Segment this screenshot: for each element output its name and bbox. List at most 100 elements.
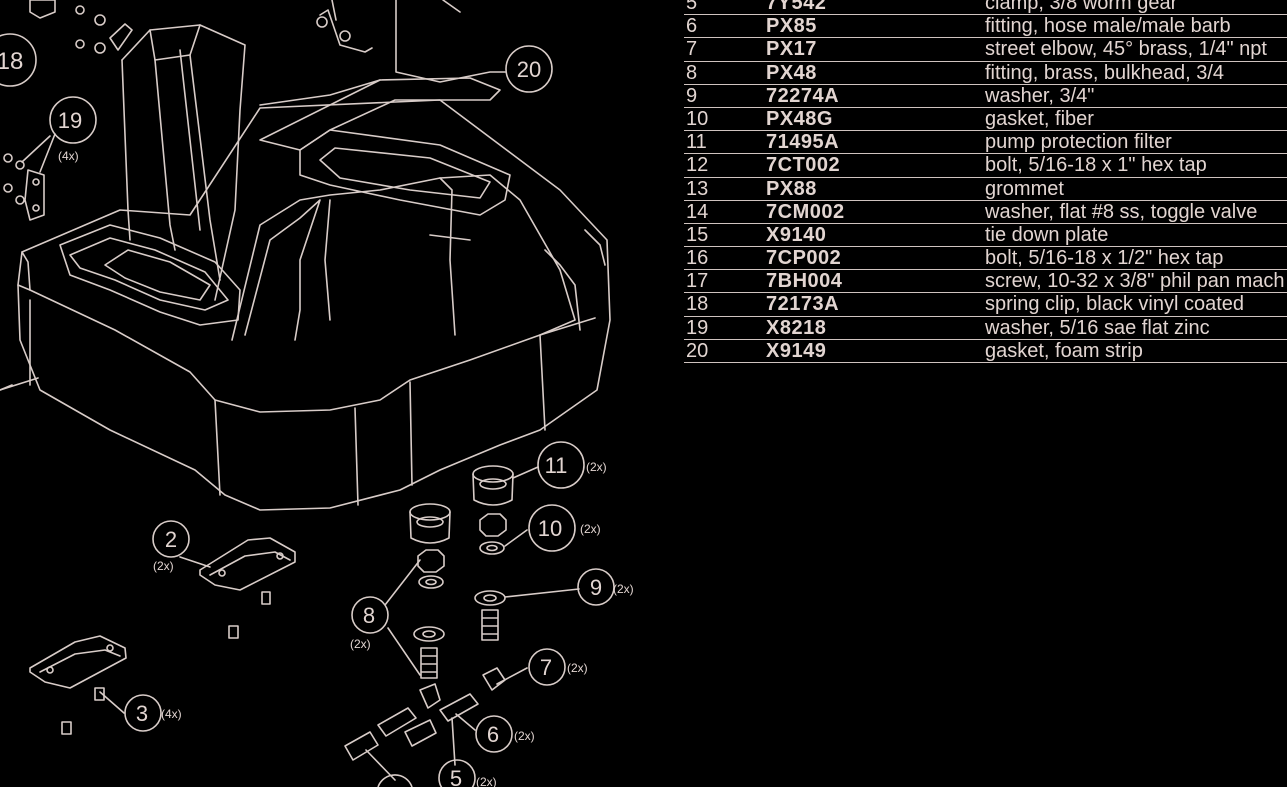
part-number-index: 13 [686, 177, 709, 200]
part-description: pump protection filter [985, 131, 1172, 154]
part-code: 7BH004 [766, 270, 843, 293]
svg-text:(2x): (2x) [586, 460, 607, 474]
part-number-index: 12 [686, 154, 709, 177]
callout-19: 19 (4x) [49, 96, 97, 163]
svg-text:(2x): (2x) [613, 582, 634, 596]
svg-text:(2x): (2x) [153, 559, 174, 573]
part-code: PX17 [766, 38, 817, 61]
parts-row: 17 7BH004 screw, 10-32 x 3/8" phil pan mac… [684, 270, 1287, 294]
part-code: 72173A [766, 293, 840, 316]
part-code: PX85 [766, 15, 817, 38]
svg-text:(4x): (4x) [58, 149, 79, 163]
svg-text:6: 6 [487, 722, 499, 747]
callout-5: 5 (2x) [438, 759, 497, 787]
svg-text:20: 20 [517, 57, 541, 82]
part-number-index: 16 [686, 247, 709, 270]
fittings-stack [344, 465, 514, 761]
callout-7: 7 (2x) [528, 648, 588, 686]
tie-down-plate-2 [199, 537, 296, 639]
callout-9: 9 (2x) [577, 568, 634, 606]
callout-2: 2 (2x) [152, 520, 190, 573]
part-code: 71495A [766, 131, 840, 154]
part-code: 7CT002 [766, 154, 841, 177]
svg-text:(4x): (4x) [161, 707, 182, 721]
svg-text:10: 10 [538, 516, 562, 541]
part-code: 7Y542 [766, 0, 827, 14]
part-number-index: 8 [686, 61, 698, 84]
part-code: X8218 [766, 316, 827, 339]
svg-text:(2x): (2x) [350, 637, 371, 651]
part-description: gasket, foam strip [985, 339, 1143, 362]
callout-20: 20 [505, 45, 553, 93]
parts-row: 5 7Y542 clamp, 3/8 worm gear [684, 0, 1287, 16]
parts-row: 18 72173A spring clip, black vinyl coated [684, 293, 1287, 317]
tank-body [0, 24, 611, 511]
part-description: tie down plate [985, 223, 1109, 246]
svg-text:(2x): (2x) [580, 522, 601, 536]
callout-11: 11 (2x) [537, 441, 607, 489]
svg-text:2: 2 [165, 527, 177, 552]
callout-10: 10 (2x) [528, 504, 601, 552]
part-description: washer, 3/4" [985, 84, 1095, 107]
part-number-index: 6 [686, 15, 698, 38]
parts-row: 10 PX48G gasket, fiber [684, 107, 1287, 132]
part-code: 72274A [766, 84, 840, 107]
parts-row: 19 X8218 washer, 5/16 sae flat zinc [684, 317, 1287, 340]
part-description: gasket, fiber [985, 107, 1094, 130]
part-description: washer, 5/16 sae flat zinc [985, 316, 1210, 339]
part-number-index: 17 [686, 270, 709, 293]
svg-text:11: 11 [545, 453, 568, 478]
svg-text:8: 8 [363, 603, 375, 628]
svg-text:7: 7 [540, 655, 552, 680]
svg-text:(2x): (2x) [567, 661, 588, 675]
tie-down-plate-3 [29, 635, 127, 735]
part-description: spring clip, black vinyl coated [985, 293, 1245, 316]
parts-row: 13 PX88 grommet [684, 178, 1287, 201]
parts-row: 11 71495A pump protection filter [684, 131, 1287, 155]
callout-3: 3 (4x) [124, 694, 182, 732]
svg-text:18: 18 [0, 48, 23, 75]
callout-8: 8 (2x) [350, 596, 389, 651]
part-code: 7CP002 [766, 247, 842, 270]
part-number-index: 20 [686, 339, 709, 362]
parts-list-table: 5 7Y542 clamp, 3/8 worm gear 6 PX85 fitting, … [684, 0, 1287, 363]
part-number-index: 7 [686, 38, 698, 61]
parts-row: 9 72274A washer, 3/4" [684, 85, 1287, 108]
part-description: street elbow, 45° brass, 1/4" npt [985, 38, 1267, 61]
part-description: bolt, 5/16-18 x 1" hex tap [985, 154, 1207, 177]
parts-row: 7 PX17 street elbow, 45° brass, 1/4" npt [684, 38, 1287, 62]
part-description: clamp, 3/8 worm gear [985, 0, 1178, 14]
bracket-19 [3, 153, 45, 221]
callout-18: 18 [0, 33, 37, 87]
part-description: fitting, hose male/male barb [985, 15, 1231, 38]
part-number-index: 5 [686, 0, 698, 14]
svg-text:(2x): (2x) [514, 729, 535, 743]
part-description: screw, 10-32 x 3/8" phil pan mach [985, 270, 1285, 293]
part-number-index: 14 [686, 200, 709, 223]
leader-lines [0, 0, 580, 781]
part-code: PX88 [766, 177, 817, 200]
part-description: fitting, brass, bulkhead, 3/4 [985, 61, 1225, 84]
part-number-index: 9 [686, 84, 698, 107]
part-number-index: 15 [686, 223, 709, 246]
svg-text:3: 3 [136, 701, 148, 726]
part-description: grommet [985, 177, 1064, 200]
spring-clip-18 [29, 0, 461, 54]
part-code: PX48G [766, 107, 833, 130]
part-number-index: 10 [686, 107, 709, 130]
part-code: X9140 [766, 223, 827, 246]
svg-text:9: 9 [590, 575, 602, 600]
part-number-index: 18 [686, 293, 709, 316]
part-number-index: 11 [686, 131, 707, 154]
svg-text:(2x): (2x) [476, 775, 497, 787]
parts-row: 6 PX85 fitting, hose male/male barb [684, 15, 1287, 39]
parts-row: 15 X9140 tie down plate [684, 223, 1287, 248]
part-number-index: 19 [686, 316, 709, 339]
svg-text:19: 19 [58, 108, 82, 133]
part-code: 7CM002 [766, 200, 845, 223]
svg-text:5: 5 [450, 766, 462, 787]
